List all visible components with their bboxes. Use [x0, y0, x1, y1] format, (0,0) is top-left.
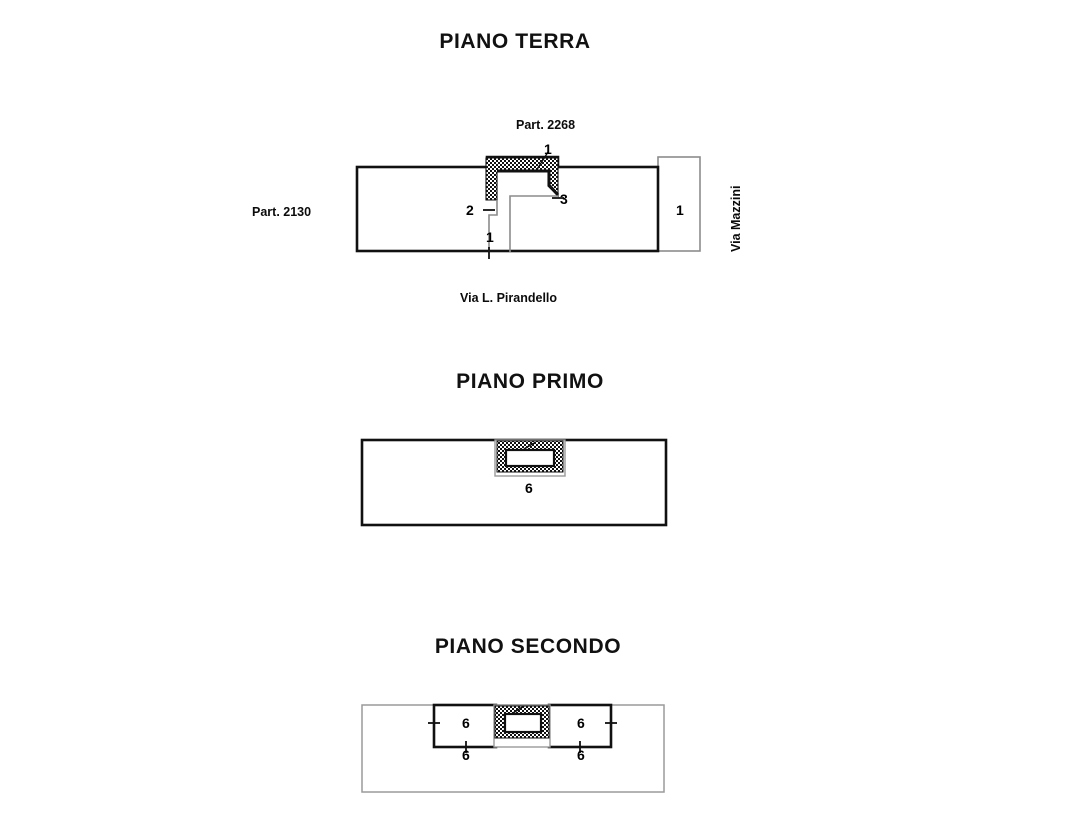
- ground-notch-inner-edge: [497, 169, 560, 197]
- ground-main-outline: [355, 165, 660, 253]
- first-floor-stair-arrow: [523, 442, 535, 450]
- plan-piano-secondo: [361, 703, 665, 793]
- ground-room-number-bottom: 1: [486, 229, 494, 245]
- second-floor-room-number-left: 6: [462, 715, 470, 731]
- ground-internal-partitions: [488, 200, 498, 252]
- first-floor-room-number-stairwell: 6: [525, 480, 533, 496]
- ground-internal-partition-right: [509, 195, 558, 252]
- second-floor-tick-marks: [428, 722, 617, 753]
- ground-room-number-annex: 1: [676, 202, 684, 218]
- ground-callout-leader: [535, 151, 549, 172]
- plan-piano-primo: [360, 438, 668, 527]
- second-floor-stair-arrow: [512, 705, 525, 714]
- parcel-label-part-2268: Part. 2268: [516, 118, 576, 132]
- parcel-label-part-2130: Part. 2130: [252, 205, 312, 219]
- second-floor-room-number-left-below: 6: [462, 747, 470, 763]
- second-floor-room-number-right: 6: [577, 715, 585, 731]
- second-floor-room-number-right-below: 6: [577, 747, 585, 763]
- section-title-piano-terra: PIANO TERRA: [439, 30, 591, 53]
- second-floor-left-apartment: [432, 703, 498, 749]
- plan-piano-terra: [355, 151, 701, 259]
- first-floor-stair-flight: [504, 448, 556, 468]
- second-floor-stair-flight: [503, 712, 543, 734]
- section-title-piano-secondo: PIANO SECONDO: [434, 635, 622, 658]
- section-title-piano-primo: PIANO PRIMO: [456, 370, 604, 393]
- ground-right-annex: [657, 156, 701, 252]
- ground-room-number-callout: 1: [544, 141, 552, 157]
- ground-tick-marks: [483, 197, 564, 259]
- street-label-via-mazzini: Via Mazzini: [729, 185, 743, 252]
- ground-room-number-left: 2: [466, 202, 474, 218]
- ground-room-number-right: 3: [560, 191, 568, 207]
- street-label-via-pirandello: Via L. Pirandello: [460, 291, 558, 305]
